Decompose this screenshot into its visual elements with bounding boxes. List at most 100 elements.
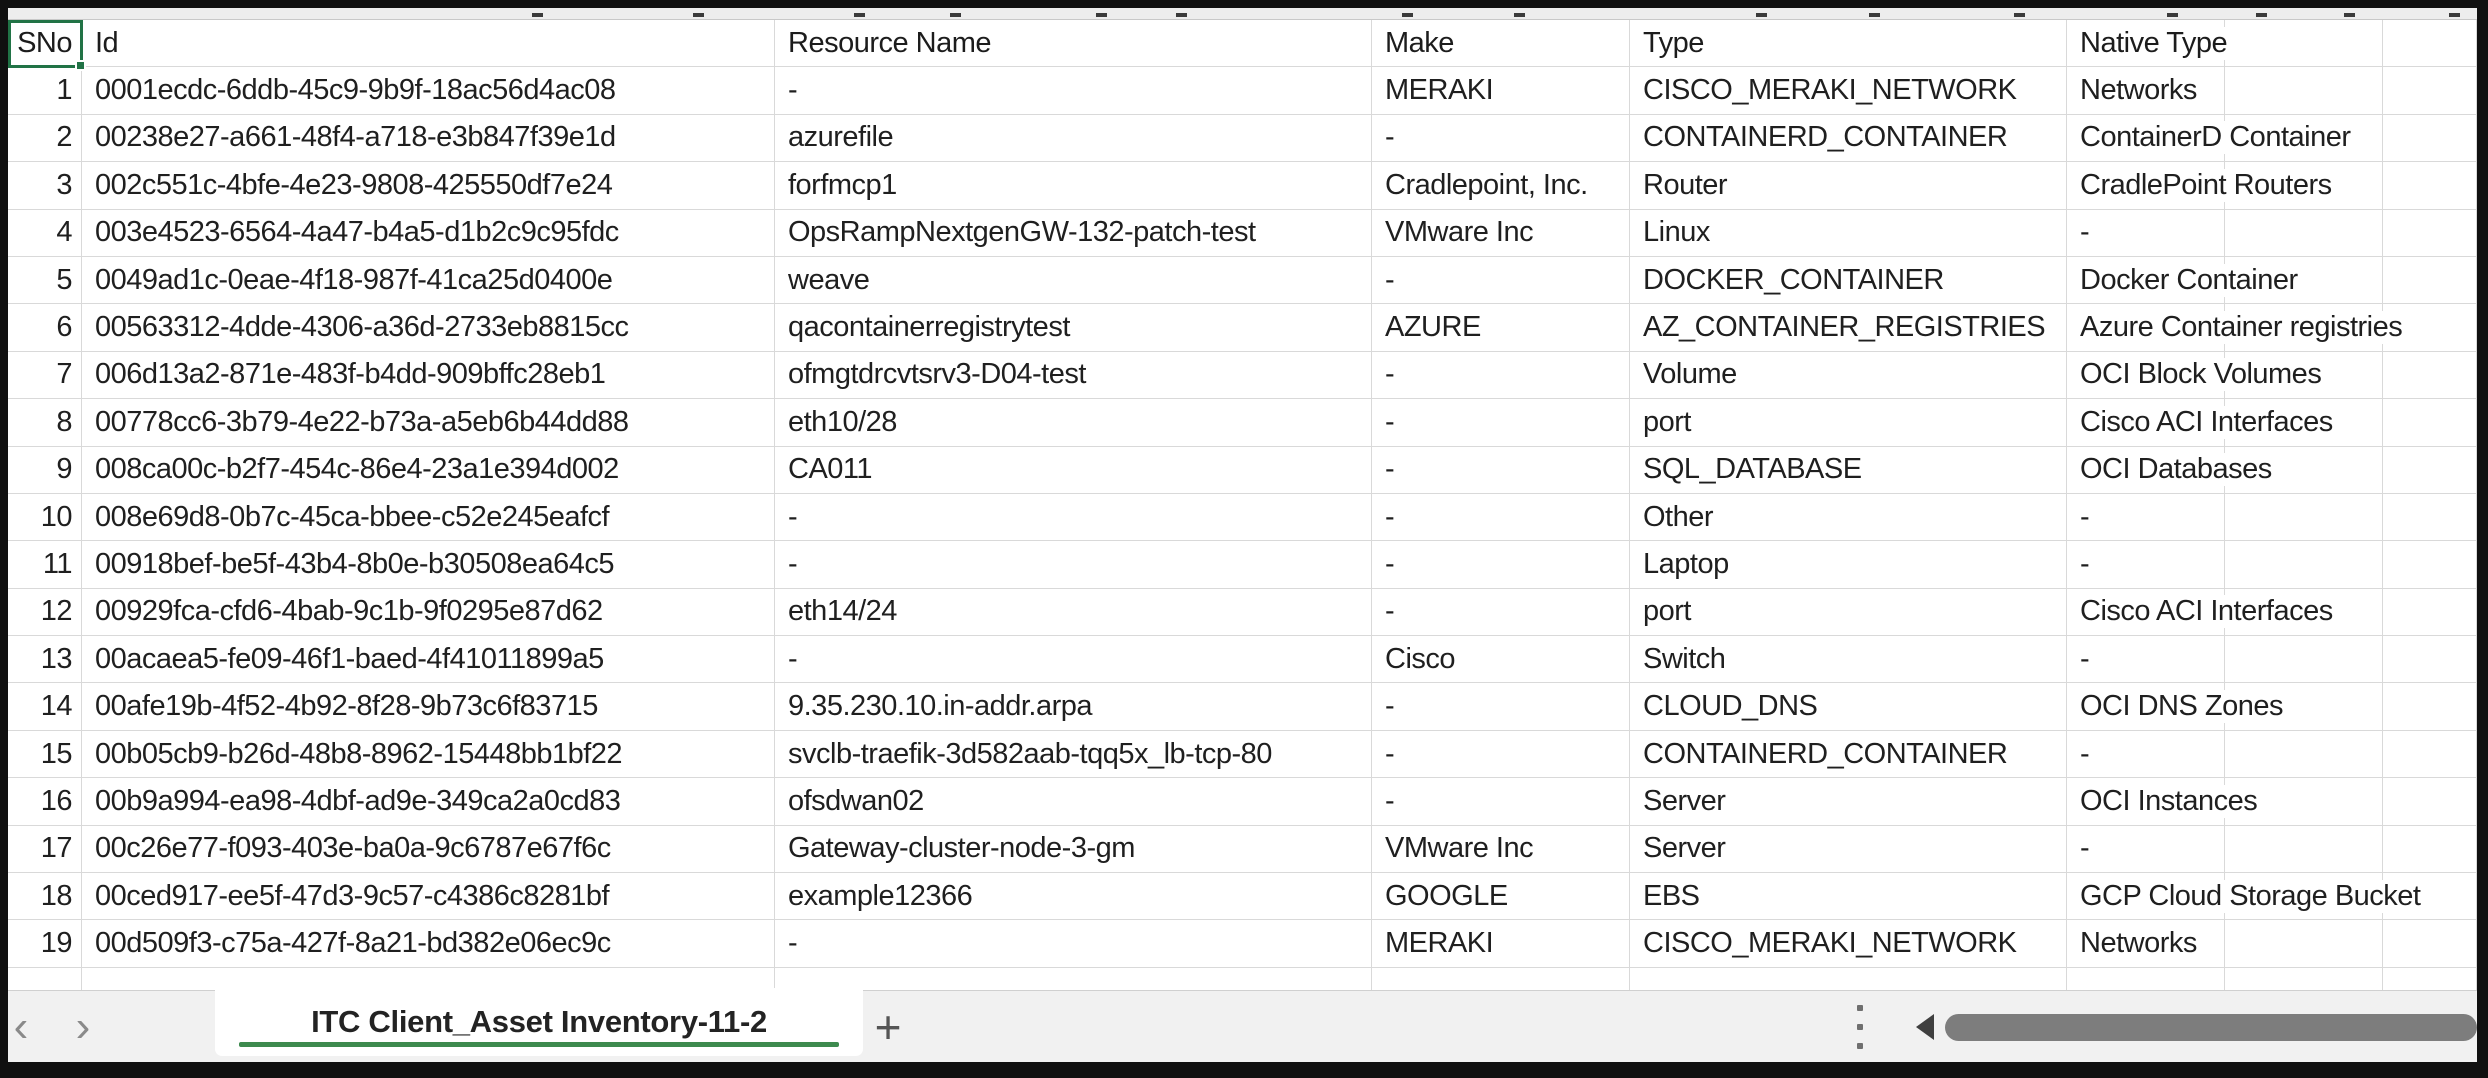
cell-extra2[interactable] — [2383, 873, 2477, 920]
cell-native_type[interactable]: - — [2067, 541, 2225, 588]
cell-extra1[interactable] — [2225, 351, 2383, 399]
cell-resource_name[interactable]: CA011 — [775, 446, 1372, 493]
cell-make[interactable]: - — [1372, 256, 1630, 304]
cell-make[interactable]: Cradlepoint, Inc. — [1372, 162, 1630, 209]
cell-make[interactable]: AZURE — [1372, 304, 1630, 351]
cell-native_type[interactable]: - — [2067, 730, 2225, 778]
cell-resource_name[interactable]: forfmcp1 — [775, 162, 1372, 209]
cell-native_type[interactable]: Cisco ACI Interfaces — [2067, 588, 2336, 636]
header-cell-extra1[interactable] — [2225, 20, 2383, 67]
cell-extra1[interactable] — [2225, 67, 2383, 114]
cell-resource_name[interactable]: - — [775, 541, 1372, 588]
add-sheet-button[interactable]: + — [853, 991, 923, 1063]
cell-native_type[interactable]: - — [2067, 493, 2225, 541]
cell-native_type[interactable]: - — [2067, 209, 2225, 256]
cell-make[interactable]: - — [1372, 446, 1630, 493]
next-sheet-button[interactable]: › — [66, 993, 100, 1061]
cell-make[interactable]: - — [1372, 541, 1630, 588]
cell-make[interactable]: - — [1372, 730, 1630, 778]
cell-id[interactable]: 00acaea5-fe09-46f1-baed-4f41011899a5 — [82, 636, 775, 683]
cell-extra1[interactable] — [2225, 636, 2383, 683]
header-cell-native_type[interactable]: Native Type — [2067, 20, 2231, 67]
cell-extra1[interactable] — [2225, 825, 2383, 873]
cell-resource_name[interactable]: OpsRampNextgenGW-132-patch-test — [775, 209, 1372, 256]
cell-resource_name[interactable]: 9.35.230.10.in-addr.arpa — [775, 683, 1372, 730]
cell-sno[interactable]: 10 — [8, 493, 82, 541]
header-cell-sno[interactable]: SNo — [8, 20, 82, 67]
cell-extra2[interactable] — [2383, 920, 2477, 967]
cell-resource_name[interactable]: ofmgtdrcvtsrv3-D04-test — [775, 351, 1372, 399]
cell-extra2[interactable] — [2383, 162, 2477, 209]
cell-extra2[interactable] — [2383, 541, 2477, 588]
cell-extra1[interactable] — [2225, 399, 2383, 446]
cell-sno[interactable]: 16 — [8, 778, 82, 825]
cell-resource_name[interactable]: - — [775, 67, 1372, 114]
cell-extra1[interactable] — [2225, 493, 2383, 541]
cell-id[interactable]: 0049ad1c-0eae-4f18-987f-41ca25d0400e — [82, 256, 775, 304]
cell-extra1[interactable] — [2225, 683, 2383, 730]
cell-id[interactable]: 00afe19b-4f52-4b92-8f28-9b73c6f83715 — [82, 683, 775, 730]
cell-sno[interactable]: 19 — [8, 920, 82, 967]
cell-resource_name[interactable]: eth14/24 — [775, 588, 1372, 636]
cell-sno[interactable]: 5 — [8, 256, 82, 304]
cell-resource_name[interactable]: qacontainerregistrytest — [775, 304, 1372, 351]
cell-native_type[interactable]: ContainerD Container — [2067, 114, 2354, 162]
cell-type[interactable]: Linux — [1630, 209, 2067, 256]
cell-sno[interactable]: 2 — [8, 114, 82, 162]
cell-type[interactable]: CLOUD_DNS — [1630, 683, 2067, 730]
header-cell-id[interactable]: Id — [82, 20, 775, 67]
cell-native_type[interactable]: - — [2067, 825, 2225, 873]
cell-native_type[interactable]: OCI Instances — [2067, 778, 2261, 825]
cell-extra2[interactable] — [2383, 730, 2477, 778]
cell-resource_name[interactable]: azurefile — [775, 114, 1372, 162]
cell-sno[interactable] — [8, 967, 82, 990]
cell-make[interactable]: Cisco — [1372, 636, 1630, 683]
cell-id[interactable]: 00778cc6-3b79-4e22-b73a-a5eb6b44dd88 — [82, 399, 775, 446]
cell-extra2[interactable] — [2383, 209, 2477, 256]
cell-native_type[interactable]: GCP Cloud Storage Bucket — [2067, 873, 2424, 920]
cell-sno[interactable]: 13 — [8, 636, 82, 683]
cell-make[interactable]: - — [1372, 351, 1630, 399]
cell-make[interactable]: GOOGLE — [1372, 873, 1630, 920]
cell-extra2[interactable] — [2383, 967, 2477, 990]
header-cell-extra2[interactable] — [2383, 20, 2477, 67]
cell-sno[interactable]: 18 — [8, 873, 82, 920]
cell-resource_name[interactable]: - — [775, 920, 1372, 967]
cell-resource_name[interactable]: weave — [775, 256, 1372, 304]
cell-extra1[interactable] — [2225, 162, 2383, 209]
scroll-left-arrow-icon[interactable] — [1916, 1014, 1934, 1040]
cell-type[interactable] — [1630, 967, 2067, 990]
horizontal-scrollbar-thumb[interactable] — [1945, 1014, 2477, 1041]
cell-id[interactable]: 002c551c-4bfe-4e23-9808-425550df7e24 — [82, 162, 775, 209]
cell-type[interactable]: Switch — [1630, 636, 2067, 683]
cell-id[interactable]: 00d509f3-c75a-427f-8a21-bd382e06ec9c — [82, 920, 775, 967]
cell-native_type[interactable] — [2067, 967, 2225, 990]
cell-type[interactable]: Router — [1630, 162, 2067, 209]
cell-native_type[interactable]: OCI Block Volumes — [2067, 351, 2325, 399]
cell-sno[interactable]: 15 — [8, 730, 82, 778]
cell-resource_name[interactable]: ofsdwan02 — [775, 778, 1372, 825]
cell-resource_name[interactable]: example12366 — [775, 873, 1372, 920]
cell-native_type[interactable]: Azure Container registries — [2067, 304, 2406, 351]
cell-make[interactable]: MERAKI — [1372, 67, 1630, 114]
cell-extra2[interactable] — [2383, 446, 2477, 493]
cell-make[interactable]: - — [1372, 778, 1630, 825]
cell-make[interactable]: VMware Inc — [1372, 825, 1630, 873]
cell-type[interactable]: CISCO_MERAKI_NETWORK — [1630, 920, 2067, 967]
cell-extra2[interactable] — [2383, 304, 2477, 351]
cell-extra1[interactable] — [2225, 778, 2383, 825]
cell-sno[interactable]: 17 — [8, 825, 82, 873]
cell-make[interactable]: - — [1372, 114, 1630, 162]
cell-native_type[interactable]: - — [2067, 636, 2225, 683]
cell-extra2[interactable] — [2383, 588, 2477, 636]
cell-sno[interactable]: 6 — [8, 304, 82, 351]
cell-extra1[interactable] — [2225, 209, 2383, 256]
cell-type[interactable]: SQL_DATABASE — [1630, 446, 2067, 493]
cell-sno[interactable]: 8 — [8, 399, 82, 446]
cell-make[interactable]: MERAKI — [1372, 920, 1630, 967]
cell-extra1[interactable] — [2225, 446, 2383, 493]
cell-id[interactable]: 00563312-4dde-4306-a36d-2733eb8815cc — [82, 304, 775, 351]
active-sheet-tab[interactable]: ITC Client_Asset Inventory-11-2 — [215, 988, 863, 1056]
cell-native_type[interactable]: CradlePoint Routers — [2067, 162, 2335, 209]
